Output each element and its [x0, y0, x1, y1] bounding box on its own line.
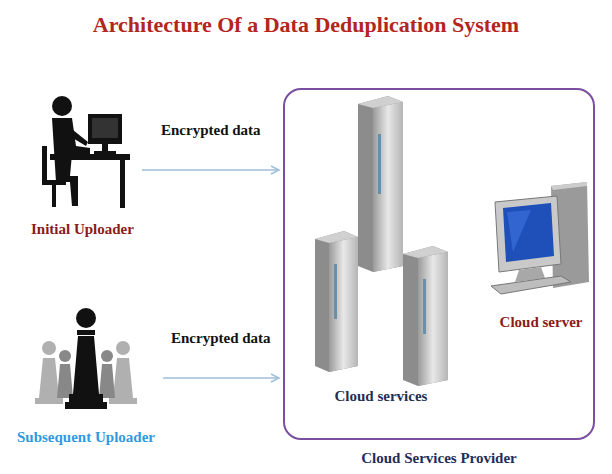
node-label: Initial Uploader	[31, 221, 134, 238]
cloud-services-node: Cloud services	[302, 94, 460, 405]
diagram-title: Architecture Of a Data Deduplication Sys…	[0, 12, 612, 38]
uploader-icon	[32, 86, 132, 211]
node-label: Subsequent Uploader	[17, 429, 155, 446]
uploader-node: Initial Uploader	[27, 86, 138, 238]
cloud-server-node: Cloud server	[487, 182, 595, 331]
data-arrow	[163, 374, 279, 382]
edge-label: Encrypted data	[159, 122, 263, 139]
node-label: Cloud server	[500, 314, 583, 331]
region-heading: Cloud Services Provider	[265, 450, 612, 467]
provider-region: Cloud Services ProviderCloud servicesClo…	[283, 88, 595, 440]
server-computer-icon	[491, 182, 591, 302]
edge-label: Encrypted data	[169, 330, 273, 347]
uploader-icon	[31, 306, 141, 411]
uploader-node: Subsequent Uploader	[13, 306, 159, 446]
node-label: Cloud services	[335, 388, 428, 405]
data-arrow	[142, 166, 279, 174]
server-cluster-icon	[306, 94, 456, 386]
